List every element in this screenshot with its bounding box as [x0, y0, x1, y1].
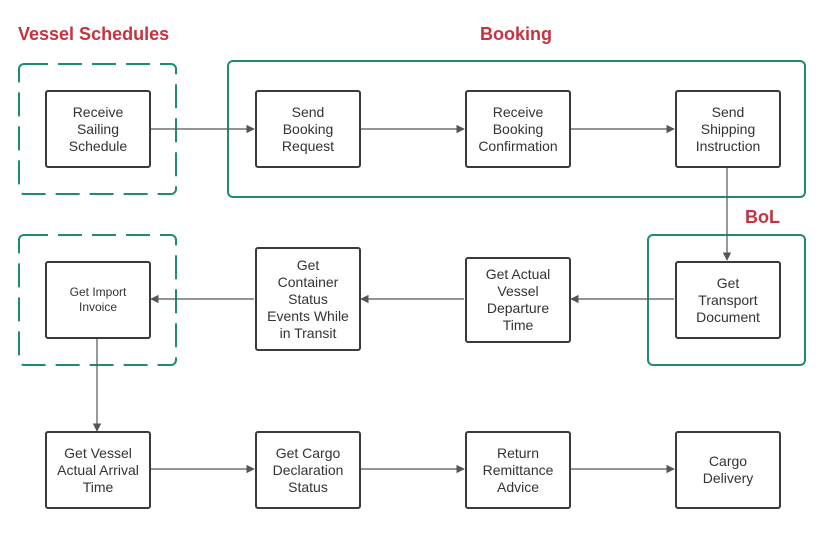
node-label: Return Remittance Advice	[482, 444, 554, 495]
node-label: Get Vessel Actual Arrival Time	[57, 444, 139, 495]
node-receive-sailing-schedule[interactable]: Receive Sailing Schedule	[45, 90, 151, 168]
vessel-schedules-group-title: Vessel Schedules	[18, 24, 170, 44]
node-label: Receive Sailing Schedule	[68, 103, 128, 154]
node-label: Get Container Status Events While in Tra…	[267, 256, 349, 341]
node-send-shipping-instruction[interactable]: Send Shipping Instruction	[675, 90, 781, 168]
node-label: Get Actual Vessel Departure Time	[485, 266, 551, 333]
node-get-transport-document[interactable]: Get Transport Document	[675, 261, 781, 339]
node-return-remittance-advice[interactable]: Return Remittance Advice	[465, 431, 571, 509]
node-label: Get Transport Document	[696, 274, 760, 325]
node-label: Get Cargo Declaration Status	[272, 444, 344, 495]
node-get-actual-vessel-departure-time[interactable]: Get Actual Vessel Departure Time	[465, 257, 571, 343]
bol-group-title: BoL	[745, 207, 780, 227]
node-label: Cargo Delivery	[702, 453, 754, 486]
node-get-container-status-events[interactable]: Get Container Status Events While in Tra…	[255, 247, 361, 351]
node-label: Send Shipping Instruction	[695, 103, 761, 154]
node-label: Send Booking Request	[281, 103, 335, 154]
node-get-cargo-declaration-status[interactable]: Get Cargo Declaration Status	[255, 431, 361, 509]
node-get-vessel-actual-arrival-time[interactable]: Get Vessel Actual Arrival Time	[45, 431, 151, 509]
node-get-import-invoice[interactable]: Get Import Invoice	[45, 261, 151, 339]
node-label: Get Import Invoice	[69, 285, 127, 314]
node-receive-booking-confirmation[interactable]: Receive Booking Confirmation	[465, 90, 571, 168]
node-send-booking-request[interactable]: Send Booking Request	[255, 90, 361, 168]
node-label: Receive Booking Confirmation	[478, 103, 558, 154]
node-cargo-delivery[interactable]: Cargo Delivery	[675, 431, 781, 509]
booking-group-title: Booking	[480, 24, 552, 44]
